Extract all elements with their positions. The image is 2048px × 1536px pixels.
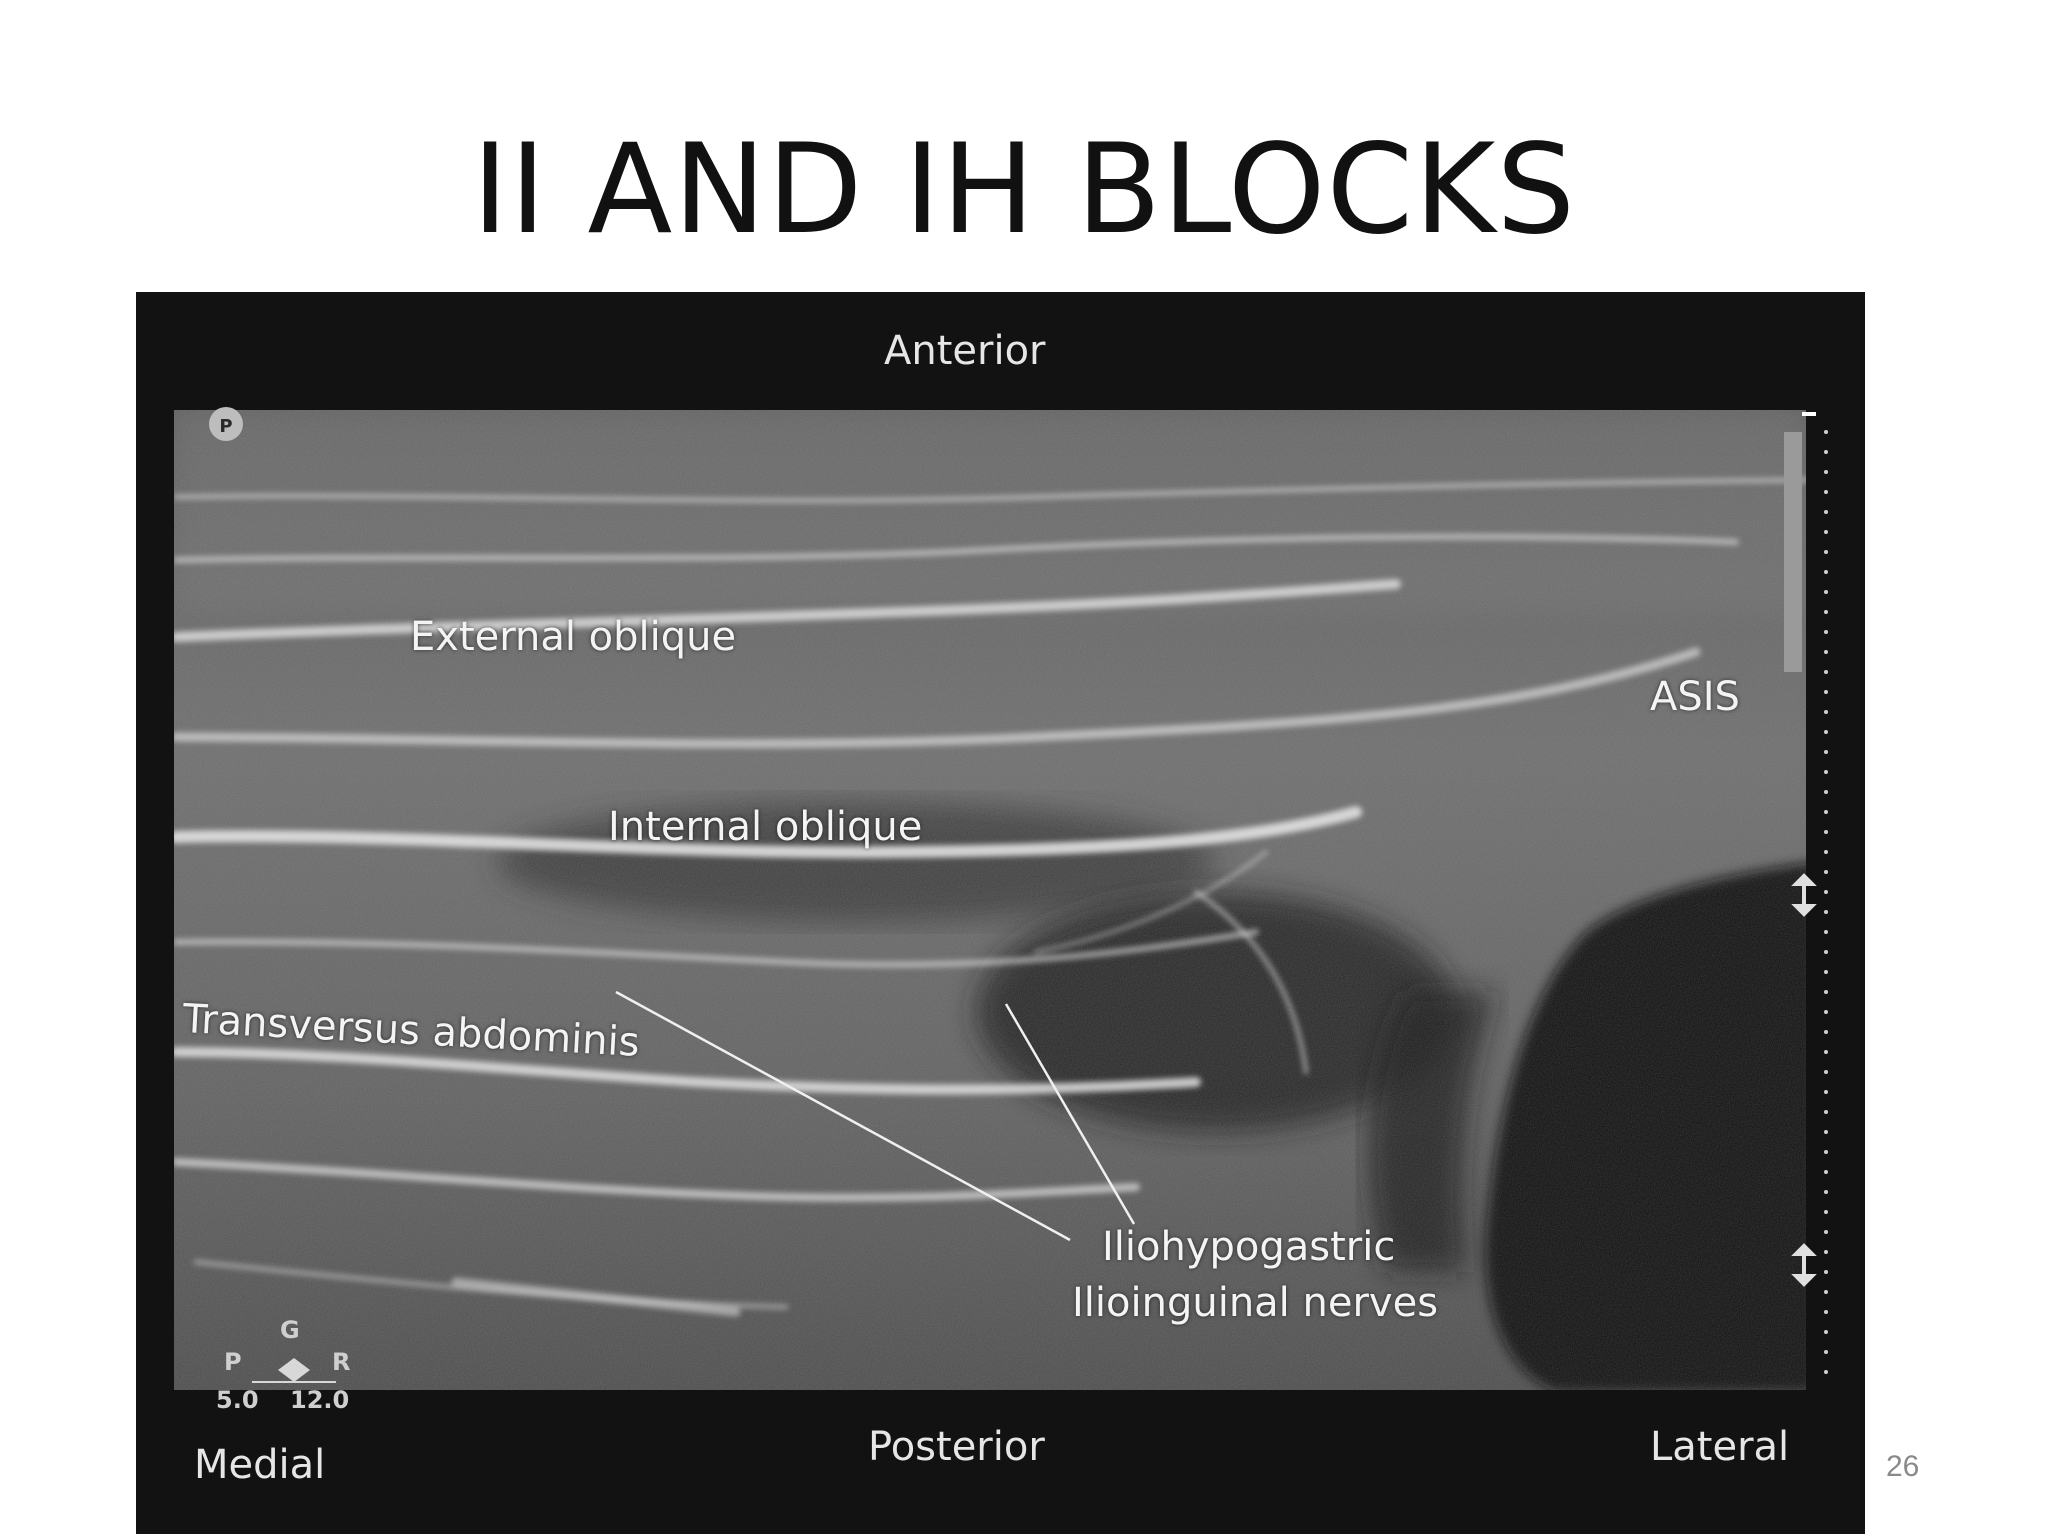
ultrasound-scan: P [174,407,1828,1390]
probe-info-depth: 5.0 [216,1386,259,1414]
label-internal-oblique: Internal oblique [608,804,923,850]
slide-title: II AND IH BLOCKS [471,118,1577,262]
ultrasound-image: P [136,292,1865,1534]
nerve-pointer-lines [615,990,1136,1242]
label-external-oblique: External oblique [410,614,737,660]
focus-marker-icon [1791,873,1817,917]
orientation-anterior: Anterior [884,328,1046,374]
orientation-posterior: Posterior [868,1424,1045,1470]
orientation-medial: Medial [194,1442,326,1488]
grayscale-bar [1784,432,1802,672]
orientation-lateral: Lateral [1650,1424,1790,1470]
label-iliohypogastric: Iliohypogastric [1102,1224,1396,1270]
probe-marker-label: P [219,416,232,437]
probe-info-right: R [332,1348,351,1376]
probe-orientation-icon [252,1358,336,1383]
probe-info-frequency: 12.0 [290,1386,350,1414]
depth-scale [1824,430,1828,1374]
label-asis: ASIS [1650,674,1740,720]
page-number: 26 [1886,1450,1920,1483]
probe-info-left: P [224,1348,242,1376]
focus-marker-icon [1791,1243,1817,1287]
probe-marker-icon [209,407,243,441]
probe-info-top: G [280,1316,300,1344]
label-ilioinguinal-nerves: Ilioinguinal nerves [1072,1280,1439,1326]
